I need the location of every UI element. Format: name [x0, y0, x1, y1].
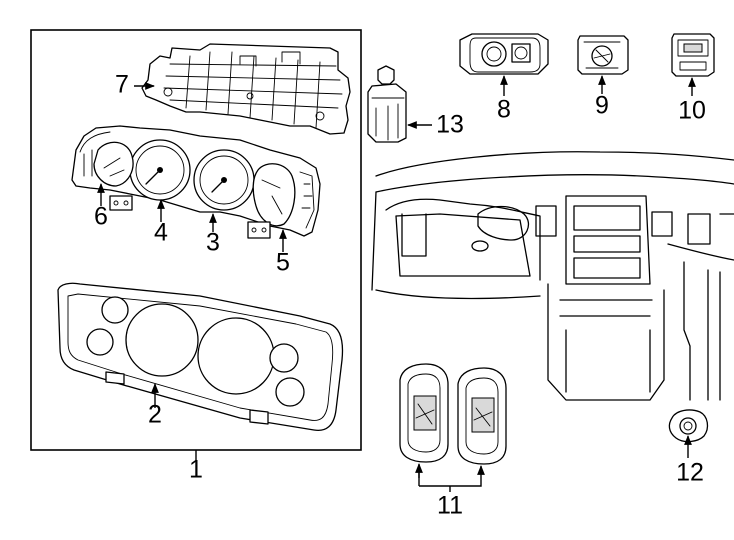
callout-9: 9	[595, 92, 609, 120]
callout-5: 5	[276, 249, 290, 277]
callout-13: 13	[436, 111, 464, 139]
cluster-bezel	[57, 282, 344, 432]
callout-6: 6	[94, 203, 108, 231]
callout-12: 12	[676, 459, 704, 487]
callout-7: 7	[115, 71, 129, 99]
callout-3: 3	[206, 229, 220, 257]
callout-10: 10	[678, 97, 706, 125]
dashboard-reference	[371, 151, 734, 401]
callout-8: 8	[497, 96, 511, 124]
headlamp-switch-part-8	[459, 33, 549, 75]
callout-2: 2	[148, 401, 162, 429]
switch-part-10	[671, 33, 715, 77]
leader-lines	[97, 75, 696, 492]
callouts: 1 2 3 4 5 6 7 8 9 10 11 12 13	[94, 71, 706, 520]
switch-part-13	[367, 65, 407, 143]
gauge-assembly	[71, 125, 321, 239]
switch-pair-part-11	[399, 363, 507, 465]
callout-11: 11	[437, 492, 463, 520]
switch-part-12	[668, 409, 709, 443]
callout-1: 1	[189, 456, 203, 484]
cluster-circuit-board	[141, 43, 351, 135]
callout-4: 4	[154, 219, 168, 247]
switch-part-9	[577, 35, 629, 75]
